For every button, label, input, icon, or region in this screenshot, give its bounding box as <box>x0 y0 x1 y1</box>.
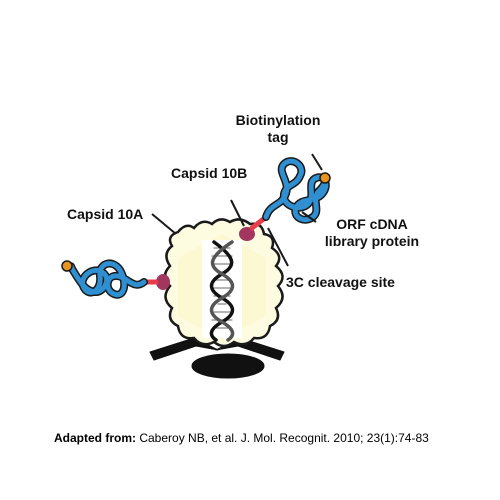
leader-lines <box>151 153 323 267</box>
leader-cleavage <box>267 227 289 267</box>
capsid-10b-attachment <box>239 227 255 241</box>
biotinylation-tag-label: Biotinylation tag <box>228 112 328 146</box>
orf-protein-left <box>66 259 148 299</box>
tail-base-plate <box>191 353 265 379</box>
orf-cdna-label: ORF cDNA library protein <box>312 216 432 250</box>
leader-capsid-10a <box>151 213 177 235</box>
orf-line2: library protein <box>324 233 420 249</box>
caption-prefix: Adapted from: <box>54 431 136 445</box>
biotinylation-tag-line1: Biotinylation <box>235 112 321 128</box>
caption-citation: Caberoy NB, et al. J. Mol. Recognit. 201… <box>139 431 429 445</box>
dna-helix <box>202 240 242 342</box>
capsid-10a-label: Capsid 10A <box>67 206 144 222</box>
figure-caption: Adapted from: Caberoy NB, et al. J. Mol.… <box>54 431 429 445</box>
leader-capsid-10b <box>230 199 245 227</box>
leader-biotin <box>311 153 323 171</box>
orf-protein-right <box>262 157 330 224</box>
biotinylation-tag-line2: tag <box>267 129 289 145</box>
capsid-10b-label: Capsid 10B <box>171 165 248 181</box>
leader-orf <box>301 211 317 223</box>
orf-line1: ORF cDNA <box>336 216 408 232</box>
biotin-tag-right <box>319 172 331 184</box>
cleavage-site-label: 3C cleavage site <box>286 274 395 290</box>
biotin-tag-left <box>61 260 73 272</box>
capsid-10a-attachment <box>156 274 170 290</box>
